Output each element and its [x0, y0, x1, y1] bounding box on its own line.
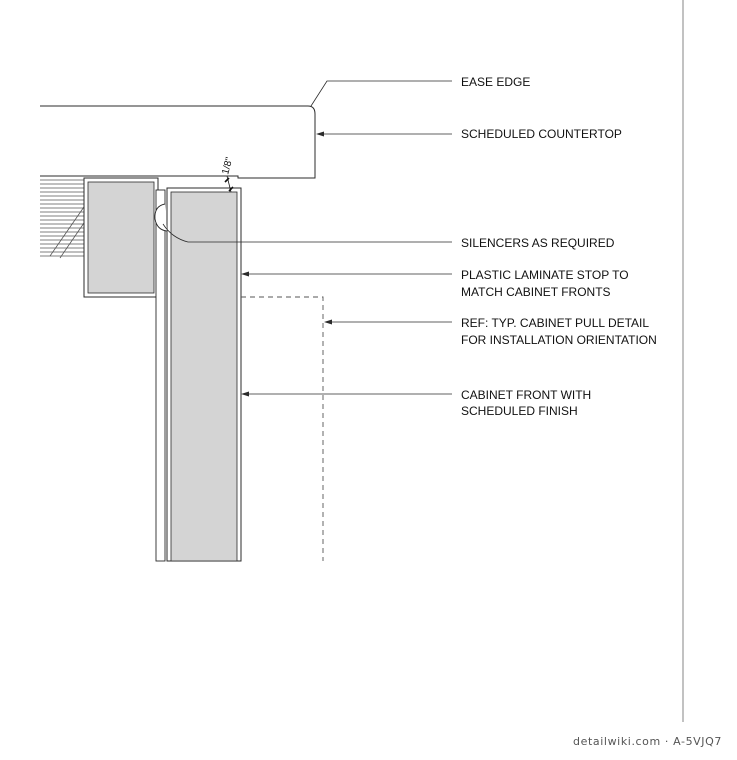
arrowhead-pull-ref [324, 319, 332, 325]
note-ease-edge: EASE EDGE [461, 75, 530, 89]
pull-reference-dashed [241, 296, 324, 561]
note-pull-ref-line2: FOR INSTALLATION ORIENTATION [461, 333, 657, 347]
substrate-hatch [40, 179, 87, 259]
gap-dimension [224, 175, 234, 193]
leader-silencers [162, 223, 452, 243]
note-pull-ref-line1: REF: TYP. CABINET PULL DETAIL [461, 316, 649, 330]
note-cabinet-front-line1: CABINET FRONT WITH [461, 388, 591, 402]
gap-dimension-label: 1/8" [220, 156, 235, 176]
arrowhead-scheduled-countertop [316, 131, 324, 137]
note-scheduled-countertop: SCHEDULED COUNTERTOP [461, 127, 622, 141]
adjacent-front-panel [87, 181, 155, 294]
note-laminate-stop-line2: MATCH CABINET FRONTS [461, 285, 611, 299]
silencer [154, 203, 168, 232]
arrowhead-laminate-stop [241, 271, 249, 277]
watermark: detailwiki.com · A-5VJQ7 [573, 735, 722, 748]
leader-ease-edge [310, 80, 452, 107]
arrowhead-cabinet-front [241, 391, 249, 397]
note-laminate-stop-line1: PLASTIC LAMINATE STOP TO [461, 268, 629, 282]
laminate-stop [155, 189, 166, 562]
countertop-outline [40, 105, 316, 179]
cabinet-front-panel [170, 191, 238, 562]
note-cabinet-front-line2: SCHEDULED FINISH [461, 404, 578, 418]
note-silencers: SILENCERS AS REQUIRED [461, 236, 615, 250]
